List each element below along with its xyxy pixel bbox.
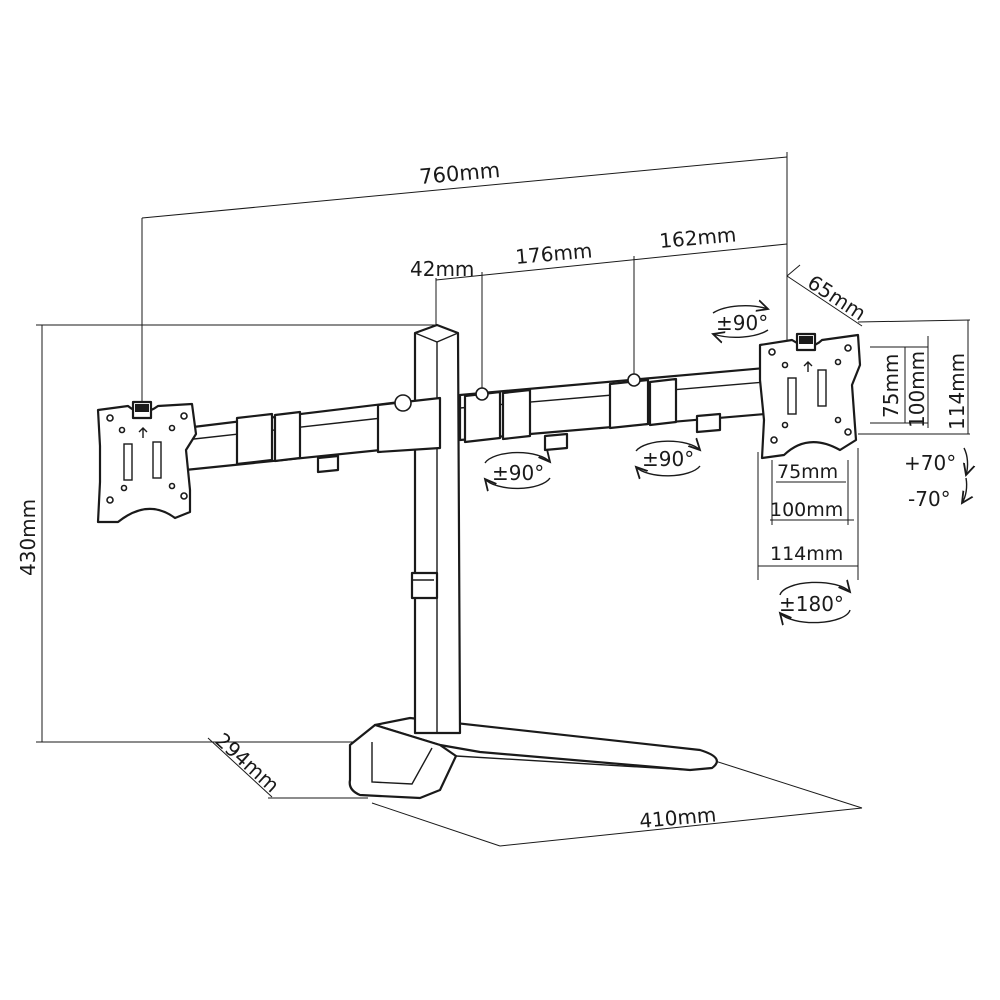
dim-base-width: 410mm xyxy=(638,802,717,833)
rot-tilt-down: -70° xyxy=(908,487,951,511)
rot-swivel-arm-2: ±90° xyxy=(642,447,694,471)
dim-total-width: 760mm xyxy=(418,158,501,189)
dimension-labels: 760mm 42mm 176mm 162mm 65mm 430mm 294mm … xyxy=(16,158,969,833)
dim-vesa-h-75: 75mm xyxy=(777,461,838,483)
rot-swivel-arm-1: ±90° xyxy=(492,461,544,485)
rot-rotate: ±180° xyxy=(779,592,844,616)
right-arm xyxy=(458,366,767,452)
right-vesa-plate xyxy=(758,332,862,460)
pole xyxy=(410,323,462,735)
left-vesa-plate xyxy=(96,400,198,524)
base xyxy=(348,716,718,800)
dim-post-offset: 42mm xyxy=(410,257,474,281)
rotation-indicators xyxy=(485,306,968,623)
rot-swivel-head: ±90° xyxy=(716,311,768,335)
dim-height: 430mm xyxy=(16,499,40,576)
dim-vesa-h-100: 100mm xyxy=(770,499,843,521)
left-arm xyxy=(183,394,442,474)
dim-base-depth: 294mm xyxy=(211,728,284,797)
dim-vesa-v-100: 100mm xyxy=(905,351,929,428)
dim-vesa-v-75: 75mm xyxy=(879,354,903,418)
dim-vesa-h-114: 114mm xyxy=(770,543,843,565)
dim-vesa-v-114: 114mm xyxy=(945,353,969,430)
dim-arm-inner: 176mm xyxy=(514,238,593,269)
dim-plate-depth: 65mm xyxy=(803,270,870,325)
rot-tilt-up: +70° xyxy=(904,451,956,475)
dimension-lines xyxy=(36,152,971,847)
dim-arm-outer: 162mm xyxy=(658,222,737,253)
